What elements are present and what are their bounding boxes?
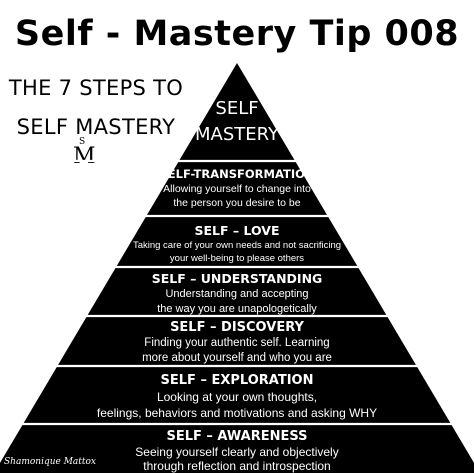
level-description: Finding your authentic self. Learning <box>144 337 330 349</box>
level-description: through reflection and introspection <box>143 459 331 473</box>
level-description: Taking care of your own needs and not sa… <box>132 240 342 251</box>
level-description: Looking at your own thoughts, <box>156 390 318 404</box>
level-self-discovery: SELF – DISCOVERY Finding your authentic … <box>0 320 474 366</box>
apex-line-2: MASTERY <box>195 124 279 145</box>
level-description: Understanding and accepting <box>165 288 309 300</box>
level-description: your well-being to please others <box>169 253 305 264</box>
apex-line-1: SELF <box>215 98 259 119</box>
level-heading: SELF – AWARENESS <box>166 429 308 444</box>
level-self-exploration: SELF – EXPLORATION Looking at your own t… <box>0 372 474 421</box>
level-description: Allowing yourself to change into <box>163 183 311 195</box>
level-self-transformation: SELF-TRANSFORMATION Allowing yourself to… <box>0 167 474 210</box>
apex-label: SELF MASTERY <box>192 96 282 148</box>
subtitle-line-1: THE 7 STEPS TO <box>8 76 184 100</box>
logo-small-letter: S <box>79 137 86 147</box>
level-description: feelings, behaviors and motivations and … <box>96 406 378 420</box>
page-title: Self - Mastery Tip 008 <box>14 14 460 54</box>
level-heading: SELF – UNDERSTANDING <box>151 271 323 286</box>
level-description: the way you are unapologetically <box>157 302 317 315</box>
level-self-awareness: SELF – AWARENESS Seeing yourself clearly… <box>0 428 474 473</box>
author-signature: Shamonique Mattox <box>4 457 97 467</box>
level-heading: SELF-TRANSFORMATION <box>159 167 315 181</box>
pyramid-dividers <box>0 159 474 426</box>
level-description: Seeing yourself clearly and objectively <box>135 445 339 459</box>
level-heading: SELF – LOVE <box>194 223 280 238</box>
brand-logo: S M <box>70 137 96 169</box>
level-self-love: SELF – LOVE Taking care of your own need… <box>0 223 474 265</box>
logo-large-letter: M <box>73 144 96 169</box>
level-heading: SELF – DISCOVERY <box>170 320 304 335</box>
subtitle-line-2: SELF MASTERY <box>16 115 176 139</box>
level-self-understanding: SELF – UNDERSTANDING Understanding and a… <box>0 271 474 316</box>
level-description: the person you desire to be <box>173 197 301 209</box>
level-description: more about yourself and who you are <box>142 352 332 364</box>
level-heading: SELF – EXPLORATION <box>160 373 314 388</box>
